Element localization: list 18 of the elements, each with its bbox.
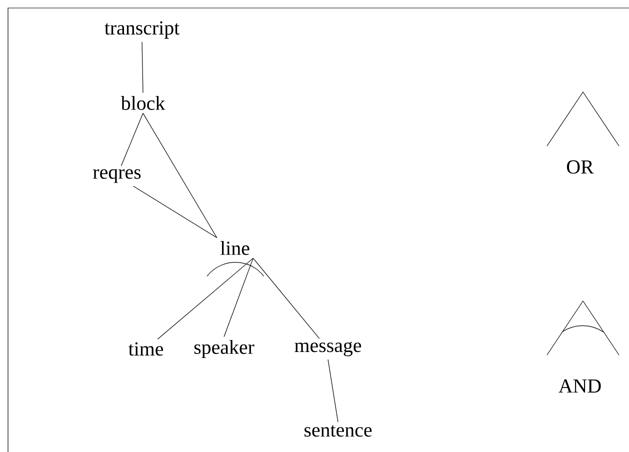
node-label: reqres: [93, 169, 141, 183]
node-label: time: [128, 342, 164, 356]
connector-line: [133, 186, 218, 238]
connector-line: [252, 258, 320, 339]
node-label: speaker: [194, 340, 254, 358]
node-label: message: [294, 342, 362, 356]
connector-line: [328, 359, 338, 422]
connector-line: [142, 112, 218, 238]
connector-line: [157, 258, 254, 340]
legend-label: OR: [566, 160, 594, 174]
node-label: line: [220, 240, 250, 255]
connector-line: [142, 42, 144, 94]
connector-line: [224, 258, 254, 338]
node-label: block: [120, 96, 166, 110]
connector-line: [120, 112, 144, 166]
legend-label: AND: [558, 379, 601, 393]
node-label: sentence: [304, 425, 372, 437]
node-label: transcript: [104, 21, 180, 39]
